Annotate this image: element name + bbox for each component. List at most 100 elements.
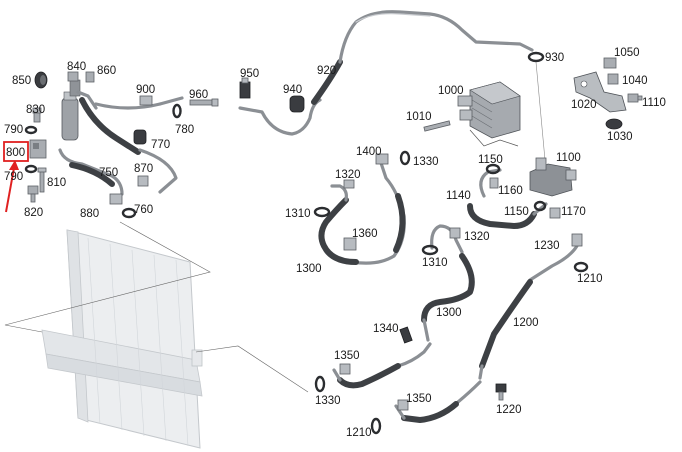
part-810-bolt[interactable] <box>37 167 47 193</box>
part-880-fitting[interactable] <box>109 193 123 205</box>
label-840: 840 <box>67 61 86 73</box>
part-1320-fitting-upper[interactable] <box>343 179 355 189</box>
part-1020-bracket[interactable] <box>573 71 627 113</box>
part-1230-fitting[interactable] <box>571 233 583 247</box>
part-1300-hose-upper[interactable] <box>318 158 406 265</box>
part-920-pipe[interactable] <box>238 10 534 136</box>
label-1010: 1010 <box>406 111 432 123</box>
label-1320-lower: 1320 <box>464 231 490 243</box>
part-1000-chiller[interactable] <box>457 81 521 147</box>
part-1310-sealing-ring-lower[interactable] <box>421 244 439 256</box>
part-940-damper[interactable] <box>289 95 305 113</box>
label-820: 820 <box>24 207 43 219</box>
part-870-fitting[interactable] <box>137 175 149 187</box>
label-870: 870 <box>134 163 153 175</box>
part-790-sealing-ring-upper[interactable] <box>24 125 38 135</box>
label-1210-lower: 1210 <box>346 427 372 439</box>
part-1010-pipe-stub[interactable] <box>423 120 451 132</box>
highlight-box-800 <box>3 141 29 162</box>
label-1220: 1220 <box>496 404 522 416</box>
label-1300-lower: 1300 <box>436 307 462 319</box>
label-930: 930 <box>545 52 564 64</box>
label-1150-upper: 1150 <box>478 154 503 166</box>
label-920: 920 <box>317 65 336 77</box>
part-1040-bolt[interactable] <box>607 73 619 85</box>
part-1110-bolt[interactable] <box>627 93 643 103</box>
leader-condenser-lower <box>195 345 309 393</box>
part-960-valve[interactable] <box>189 98 219 107</box>
label-1050: 1050 <box>614 47 640 59</box>
part-1330-sealing-ring-upper[interactable] <box>399 150 411 166</box>
part-1100-valve[interactable] <box>529 157 577 197</box>
label-750: 750 <box>99 167 118 179</box>
part-1210-sealing-ring-upper[interactable] <box>573 261 589 273</box>
part-930-sealing-ring[interactable] <box>527 51 545 63</box>
label-1330-lower: 1330 <box>315 395 341 407</box>
part-1050-nut[interactable] <box>603 57 617 69</box>
label-1350-lower: 1350 <box>406 393 432 405</box>
label-1320-upper: 1320 <box>335 169 361 181</box>
part-1330-sealing-ring-lower[interactable] <box>314 375 326 393</box>
part-770-damper[interactable] <box>133 129 147 145</box>
label-1110: 1110 <box>642 97 666 109</box>
part-780-sealing-ring[interactable] <box>172 103 182 119</box>
part-900-fitting[interactable] <box>139 95 153 106</box>
part-1300-hose-lower[interactable] <box>421 224 475 342</box>
label-900: 900 <box>136 84 155 96</box>
label-790-lower: 790 <box>4 171 23 183</box>
part-1350-hose-upper[interactable] <box>332 342 432 389</box>
part-1150-sealing-ring-upper[interactable] <box>485 163 501 175</box>
highlight-arrow <box>5 160 19 213</box>
part-1030-grommet[interactable] <box>605 118 623 130</box>
part-1350-fitting-upper[interactable] <box>339 363 351 375</box>
label-1310-upper: 1310 <box>285 208 311 220</box>
label-1310-lower: 1310 <box>422 257 448 269</box>
part-830-bolt[interactable] <box>32 107 42 123</box>
label-1330-upper: 1330 <box>413 156 439 168</box>
part-1150-sealing-ring-lower[interactable] <box>533 200 547 212</box>
label-760: 760 <box>134 204 153 216</box>
label-1340: 1340 <box>373 323 399 335</box>
label-960: 960 <box>189 89 208 101</box>
part-790-sealing-ring-lower[interactable] <box>24 164 38 174</box>
label-790-upper: 790 <box>4 124 23 136</box>
part-1340-bolt[interactable] <box>399 326 413 344</box>
label-1100: 1100 <box>556 152 581 164</box>
label-1200: 1200 <box>513 317 539 329</box>
part-800-block[interactable] <box>29 139 47 159</box>
label-830: 830 <box>26 104 45 116</box>
part-1170-fitting[interactable] <box>549 207 561 219</box>
part-950-valve-core[interactable] <box>239 77 251 99</box>
label-850: 850 <box>12 75 31 87</box>
label-1030: 1030 <box>607 131 633 143</box>
label-940: 940 <box>283 84 302 96</box>
part-1320-fitting-lower[interactable] <box>449 227 461 239</box>
part-1360-fitting[interactable] <box>343 237 357 251</box>
part-1160-fitting[interactable] <box>489 177 499 189</box>
label-810: 810 <box>47 177 66 189</box>
label-880: 880 <box>80 208 99 220</box>
receiver-drier-assembly <box>58 79 184 196</box>
part-850-grommet[interactable] <box>34 71 48 89</box>
part-1210-sealing-ring-lower[interactable] <box>370 417 382 435</box>
part-1200-pipe[interactable] <box>478 242 580 380</box>
part-820-bolt[interactable] <box>27 185 39 203</box>
label-1230: 1230 <box>534 240 560 252</box>
label-1150-lower: 1150 <box>504 206 529 218</box>
label-860: 860 <box>97 65 116 77</box>
label-1360: 1360 <box>352 228 378 240</box>
label-770: 770 <box>151 139 170 151</box>
part-1350-fitting-lower[interactable] <box>397 399 409 411</box>
label-1210-upper: 1210 <box>577 273 603 285</box>
part-760-sealing-ring[interactable] <box>121 207 137 219</box>
part-1310-sealing-ring-upper[interactable] <box>313 206 331 218</box>
part-1350-hose-lower[interactable] <box>394 380 482 423</box>
part-1220-bolt[interactable] <box>495 383 507 401</box>
label-1140: 1140 <box>446 190 471 202</box>
part-860-bolt[interactable] <box>85 71 95 83</box>
label-780: 780 <box>175 124 194 136</box>
label-950: 950 <box>240 68 259 80</box>
part-1400-fitting[interactable] <box>375 153 389 165</box>
part-840-clip[interactable] <box>67 71 79 82</box>
